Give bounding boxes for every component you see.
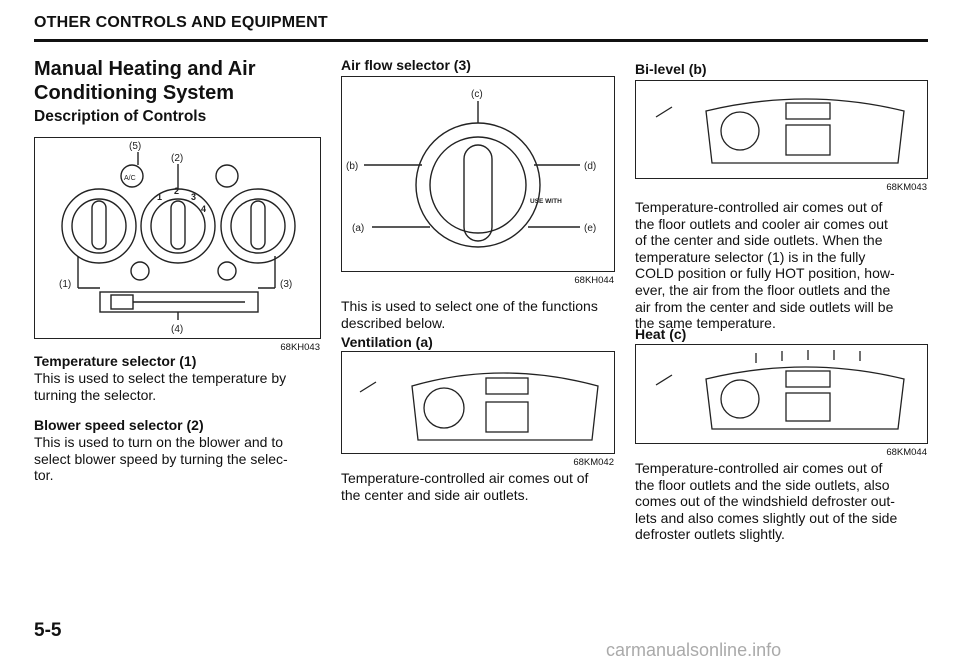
header-rule: [34, 39, 928, 42]
bilevel-figure: 68KM043: [635, 80, 928, 193]
section-subtitle: Description of Controls: [34, 108, 207, 125]
mode-e-label: (e): [584, 223, 596, 234]
ventilation-dash-illustration: [359, 372, 599, 441]
mode-d-label: (d): [584, 161, 596, 172]
heat-dash-illustration: [655, 350, 905, 430]
ventilation-text: Temperature-controlled air comes out of …: [341, 470, 589, 503]
mode-c-label: (c): [471, 89, 483, 100]
callout-5: (5): [129, 141, 141, 152]
controls-illustration: (5) (2) A/C (1) (3) (4) 1 2 3 4: [59, 141, 296, 335]
page-number: 5-5: [34, 620, 62, 641]
fan-number-4: 4: [201, 204, 206, 214]
airflow-description: This is used to select one of the functi…: [341, 298, 598, 331]
callout-2: (2): [171, 153, 183, 164]
airflow-illustration: (c) (b) (d) (a) (e) USE WITH: [346, 89, 596, 248]
temperature-heading: Temperature selector (1): [34, 353, 197, 369]
heat-heading: Heat (c): [635, 326, 687, 342]
bilevel-heading: Bi-level (b): [635, 61, 707, 77]
heat-figure: 68KM044: [635, 344, 928, 458]
heat-figure-code: 68KM044: [886, 447, 927, 458]
bilevel-figure-code: 68KM043: [886, 182, 927, 193]
airflow-figure: (c) (b) (d) (a) (e) USE WITH 68KH044: [341, 76, 615, 286]
ventilation-heading: Ventilation (a): [341, 334, 433, 350]
bilevel-text: Temperature-controlled air comes out of …: [635, 199, 895, 332]
watermark: carmanualsonline.info: [606, 640, 782, 660]
airflow-heading: Air flow selector (3): [341, 57, 471, 73]
use-with-label: USE WITH: [530, 198, 562, 205]
temperature-text: This is used to select the temperature b…: [34, 370, 287, 403]
page-title: Manual Heating and Air Conditioning Syst…: [34, 58, 256, 104]
mode-a-label: (a): [352, 223, 364, 234]
heat-text: Temperature-controlled air comes out of …: [635, 460, 898, 543]
ac-label: A/C: [124, 175, 136, 182]
mode-b-label: (b): [346, 161, 358, 172]
fan-number-1: 1: [157, 192, 162, 202]
airflow-figure-code: 68KH044: [574, 275, 614, 286]
blower-text: This is used to turn on the blower and t…: [34, 434, 288, 484]
controls-figure: (5) (2) A/C (1) (3) (4) 1 2 3 4 68KH043: [34, 137, 321, 353]
section-header: OTHER CONTROLS AND EQUIPMENT: [34, 14, 328, 31]
ventilation-figure: 68KM042: [341, 351, 615, 468]
callout-4: (4): [171, 324, 183, 335]
figure-code: 68KH043: [280, 342, 320, 353]
fan-number-2: 2: [174, 186, 179, 196]
bilevel-dash-illustration: [655, 98, 905, 164]
callout-1: (1): [59, 279, 71, 290]
blower-heading: Blower speed selector (2): [34, 417, 204, 433]
ventilation-figure-code: 68KM042: [573, 457, 614, 468]
fan-number-3: 3: [191, 192, 196, 202]
callout-3: (3): [280, 279, 292, 290]
